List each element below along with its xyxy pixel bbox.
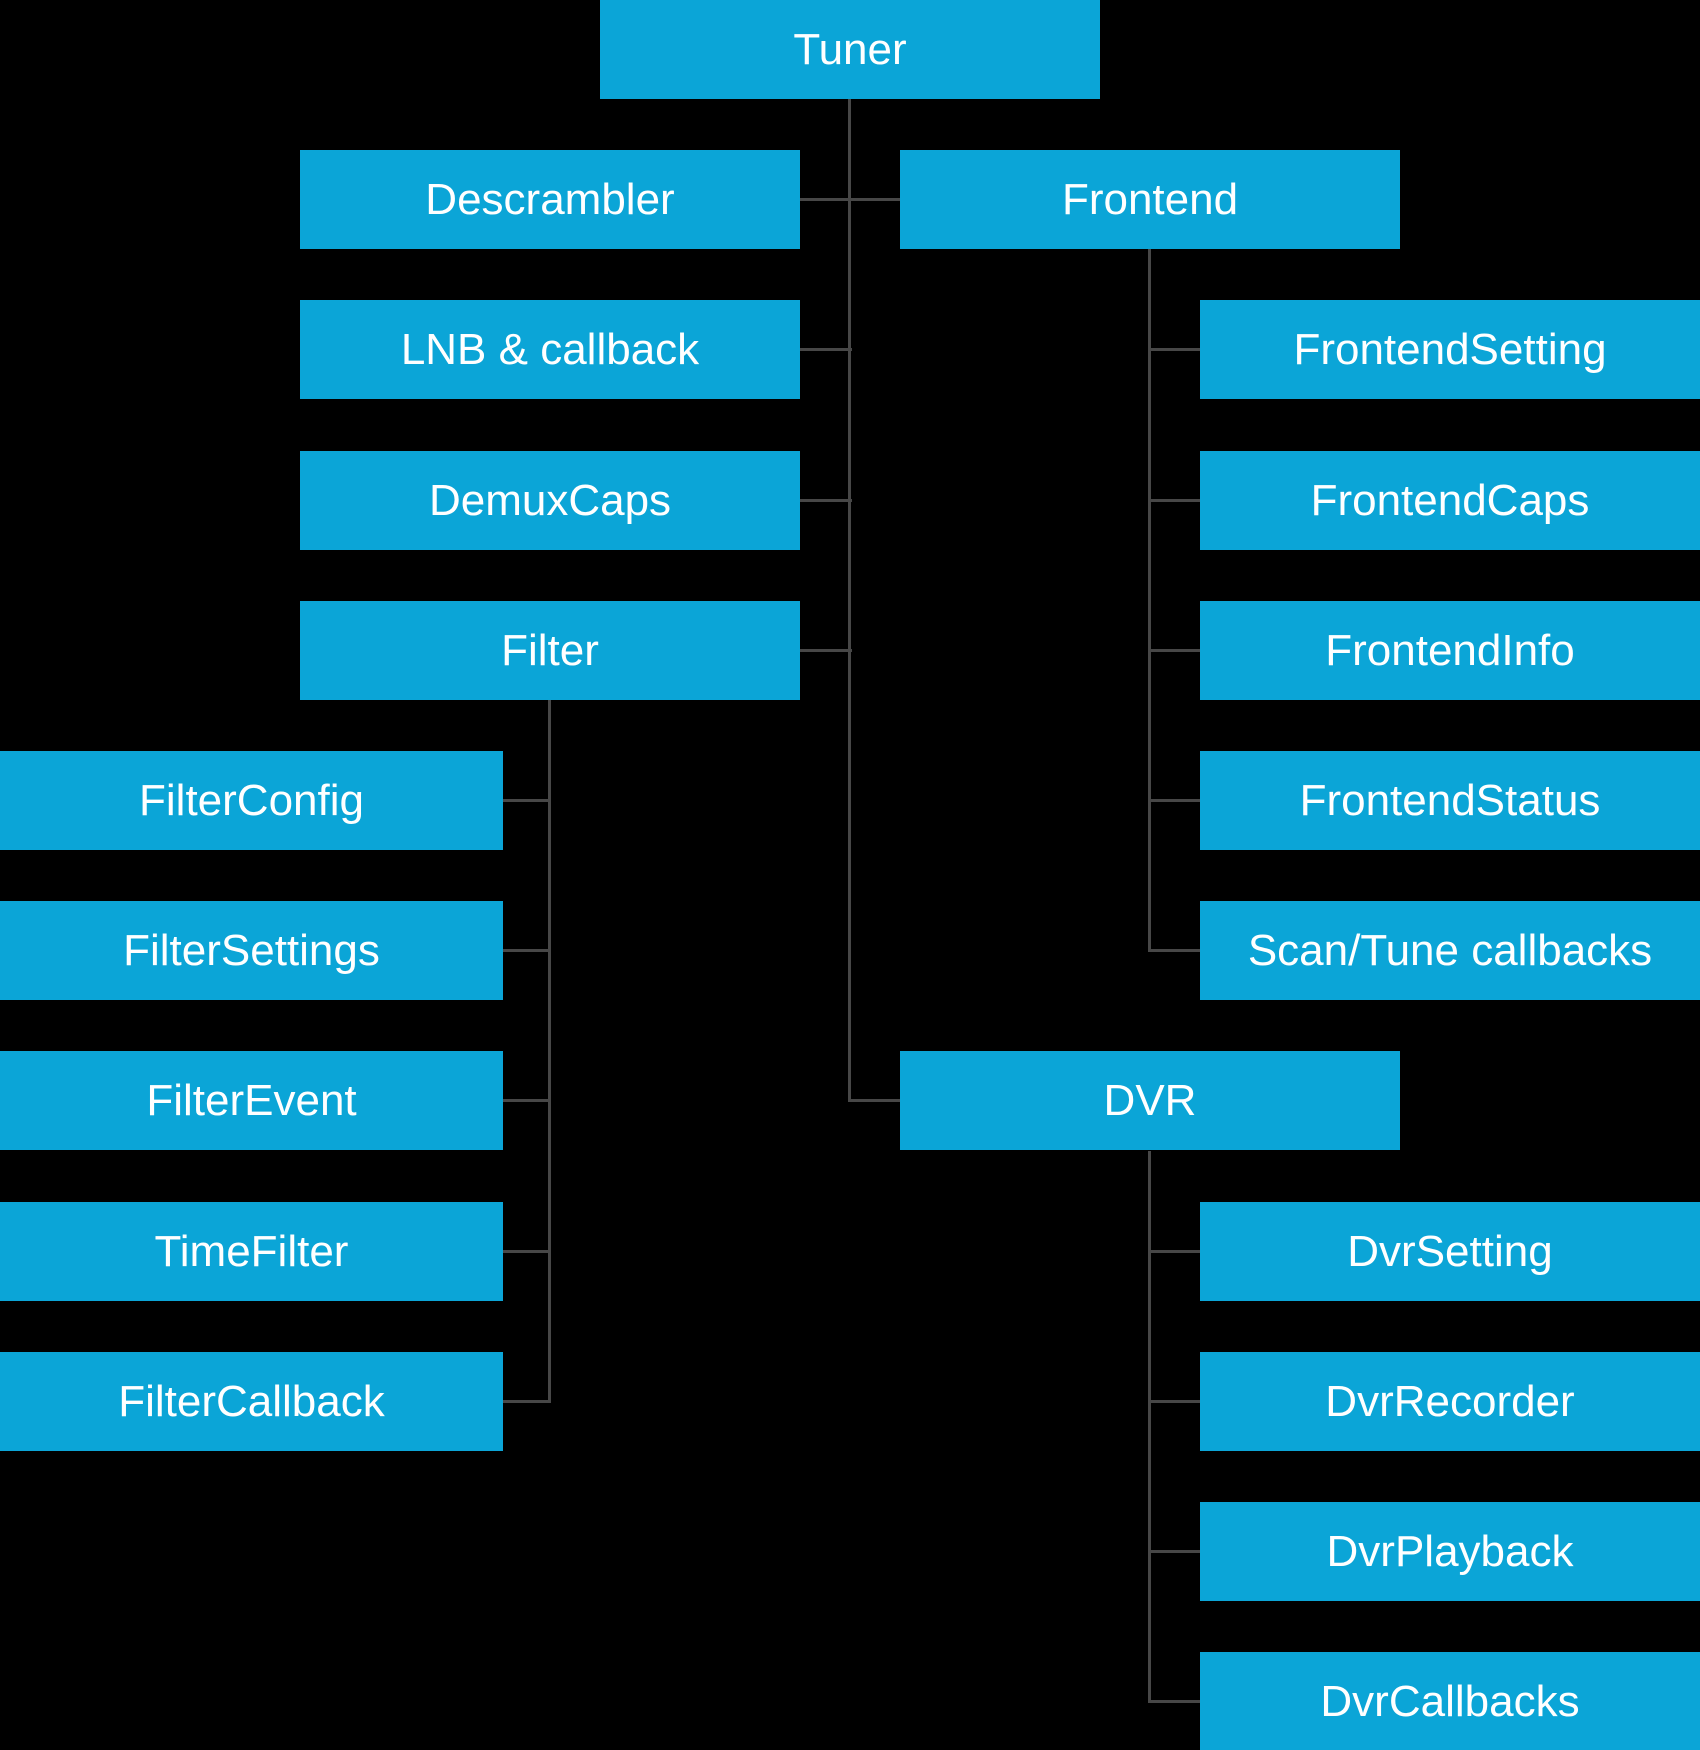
connector-trunk-dvr <box>1148 1151 1151 1703</box>
connector-dvr-setting <box>1148 1250 1201 1253</box>
node-filter-settings: FilterSettings <box>0 901 503 1000</box>
connector-filter-event <box>502 1099 551 1102</box>
connector-frontend-status <box>1148 799 1201 802</box>
node-tuner: Tuner <box>600 0 1100 99</box>
node-descrambler: Descrambler <box>300 150 800 249</box>
connector-dvr-callbacks <box>1148 1700 1201 1703</box>
connector-scan-tune-callbacks <box>1148 949 1201 952</box>
node-dvr-recorder: DvrRecorder <box>1200 1352 1700 1451</box>
connector-trunk-filter <box>548 700 551 1403</box>
node-scan-tune-callbacks: Scan/Tune callbacks <box>1200 901 1700 1000</box>
node-frontend-status: FrontendStatus <box>1200 751 1700 850</box>
connector-lnb-callback <box>799 348 852 351</box>
node-filter-config: FilterConfig <box>0 751 503 850</box>
node-time-filter: TimeFilter <box>0 1202 503 1301</box>
node-dvr-callbacks: DvrCallbacks <box>1200 1652 1700 1750</box>
connector-time-filter <box>502 1250 551 1253</box>
connector-trunk-frontend <box>1148 249 1151 952</box>
connector-descrambler-frontend <box>799 198 901 201</box>
connector-demux-caps <box>799 499 852 502</box>
node-frontend: Frontend <box>900 150 1400 249</box>
connector-frontend-caps <box>1148 499 1201 502</box>
connector-frontend-info <box>1148 649 1201 652</box>
connector-dvr <box>848 1099 901 1102</box>
connector-filter <box>799 649 852 652</box>
connector-dvr-playback <box>1148 1550 1201 1553</box>
node-frontend-info: FrontendInfo <box>1200 601 1700 700</box>
node-frontend-setting: FrontendSetting <box>1200 300 1700 399</box>
connector-filter-callback <box>502 1400 551 1403</box>
connector-filter-config <box>502 799 551 802</box>
node-filter: Filter <box>300 601 800 700</box>
node-dvr: DVR <box>900 1051 1400 1150</box>
node-demux-caps: DemuxCaps <box>300 451 800 550</box>
node-dvr-setting: DvrSetting <box>1200 1202 1700 1301</box>
node-lnb-callback: LNB & callback <box>300 300 800 399</box>
connector-dvr-recorder <box>1148 1400 1201 1403</box>
connector-frontend-setting <box>1148 348 1201 351</box>
node-frontend-caps: FrontendCaps <box>1200 451 1700 550</box>
node-filter-callback: FilterCallback <box>0 1352 503 1451</box>
connector-filter-settings <box>502 949 551 952</box>
node-filter-event: FilterEvent <box>0 1051 503 1150</box>
connector-trunk-tuner <box>848 99 851 1102</box>
node-dvr-playback: DvrPlayback <box>1200 1502 1700 1601</box>
